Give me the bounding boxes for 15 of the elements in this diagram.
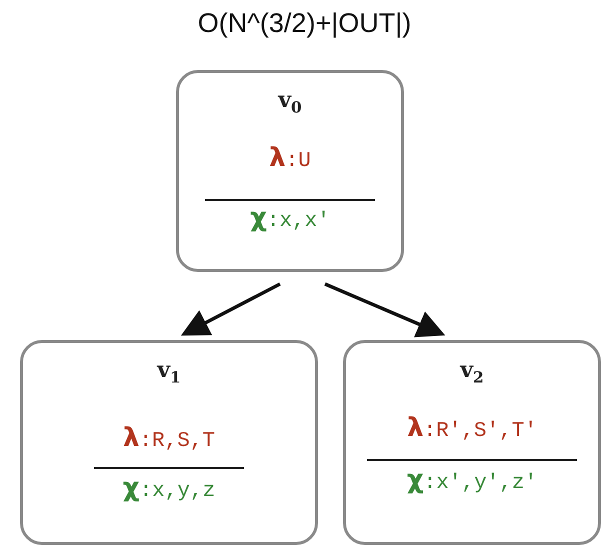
node-heading: v$_{0}$ bbox=[276, 87, 303, 116]
node-heading: v$_{1}$ bbox=[156, 357, 182, 386]
node-heading: v$_{2}$ bbox=[458, 357, 485, 386]
chi-label: χ:x,y,z bbox=[122, 473, 216, 503]
node-box bbox=[343, 340, 601, 545]
title: O(N^(3/2)+|OUT|) bbox=[196, 8, 412, 39]
lambda-label: λ:R′,S′,T′ bbox=[407, 413, 537, 443]
chi-label: χ:x′,y′,z′ bbox=[406, 465, 538, 495]
chi-label: χ:x,x′ bbox=[250, 203, 330, 233]
node-box bbox=[176, 70, 404, 272]
lambda-label: λ:U bbox=[269, 143, 311, 173]
lambda-label: λ:R,S,T bbox=[122, 423, 216, 453]
node-box bbox=[20, 340, 318, 545]
arrow bbox=[324, 282, 446, 338]
arrow bbox=[180, 282, 281, 336]
